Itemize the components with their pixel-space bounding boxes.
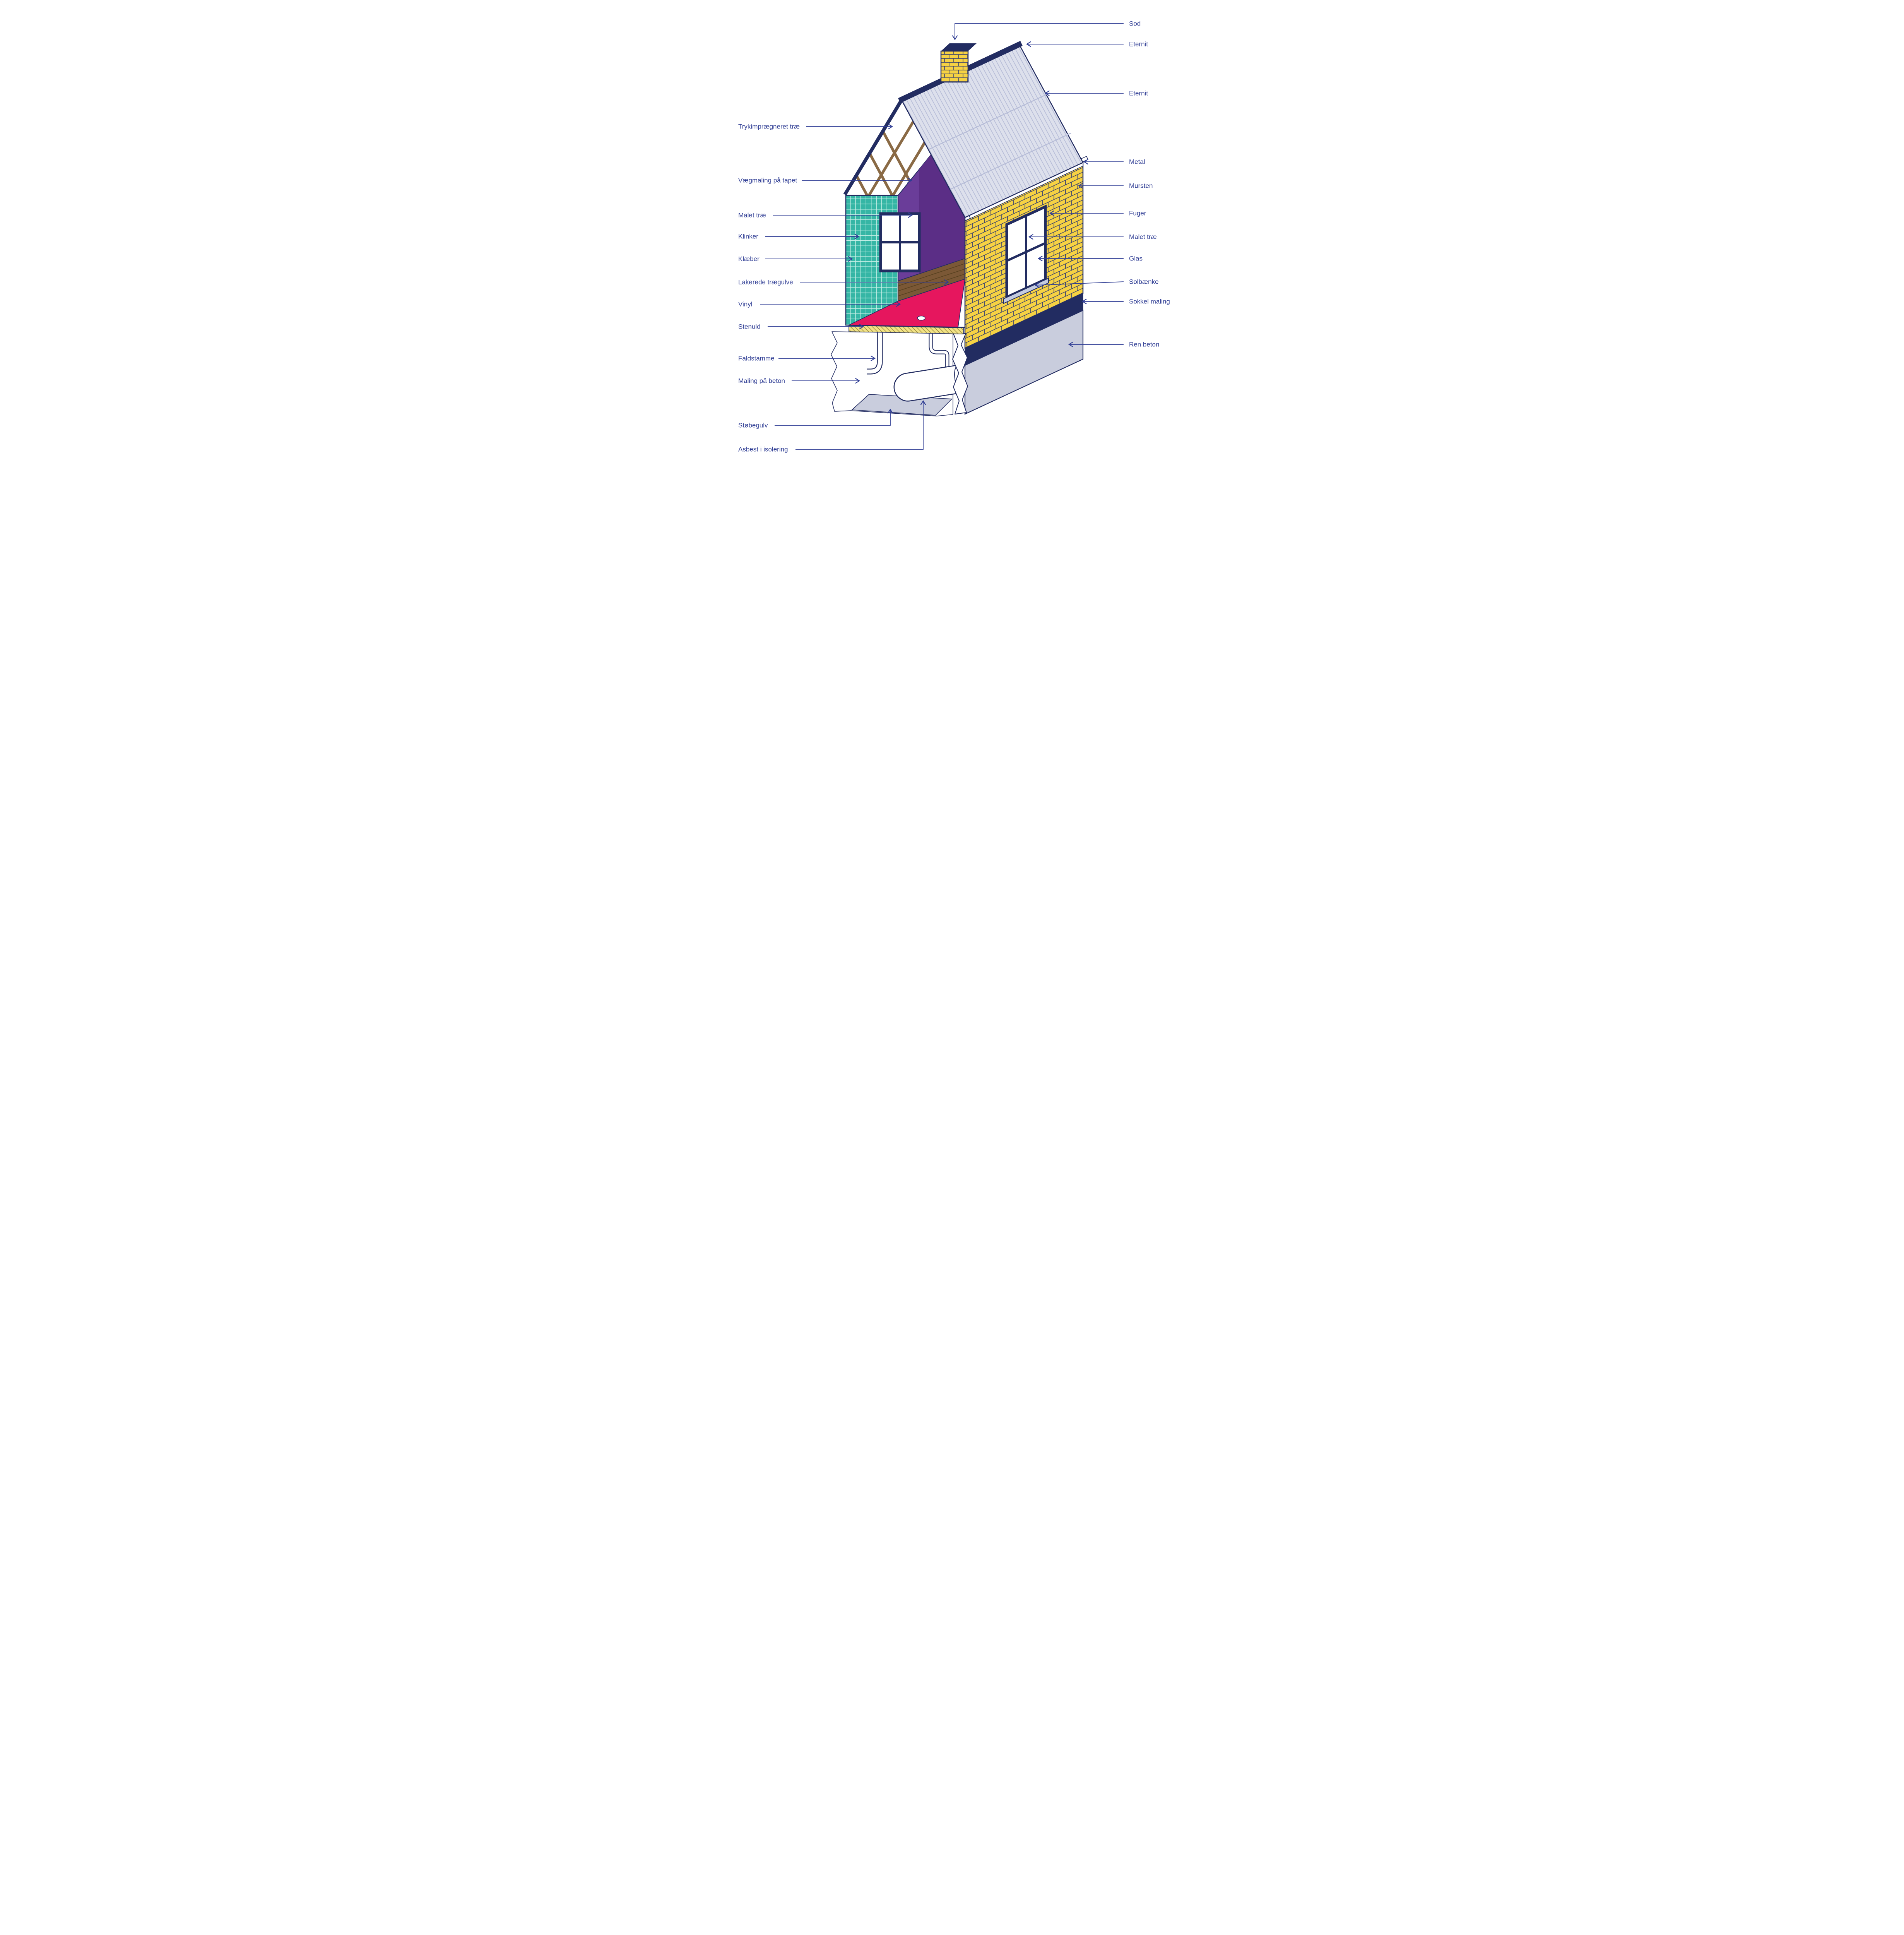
labels-right: Sod Eternit Eternit Metal Mursten Fuger … bbox=[1129, 20, 1170, 348]
chimney-top bbox=[941, 43, 977, 51]
leader-lines-right bbox=[952, 23, 1124, 348]
floor-insulation bbox=[848, 325, 964, 334]
label-sokkel-maling: Sokkel maling bbox=[1129, 298, 1170, 305]
label-trykimpraegneret-trae: Trykimprægneret træ bbox=[738, 123, 800, 130]
label-vaegmaling-paa-tapet: Vægmaling på tapet bbox=[738, 177, 797, 184]
basement-floor bbox=[851, 394, 953, 416]
window-left bbox=[879, 212, 920, 272]
label-metal: Metal bbox=[1129, 158, 1145, 166]
chimney bbox=[940, 43, 977, 83]
diagram-canvas: Trykimprægneret træ Vægmaling på tapet M… bbox=[738, 20, 1170, 453]
chimney-body bbox=[940, 50, 968, 83]
drain-pipe bbox=[866, 332, 883, 375]
label-maling-paa-beton: Maling på beton bbox=[738, 377, 785, 385]
label-eternit-sheets: Eternit bbox=[1129, 90, 1148, 97]
leader-asbest-i-isolering bbox=[795, 400, 926, 450]
leader-solbaenke bbox=[1034, 281, 1124, 288]
label-stoebegulv: Støbegulv bbox=[738, 422, 768, 429]
window-right-mullion-horizontal bbox=[1006, 242, 1046, 262]
roof-sheet-seam-1 bbox=[926, 92, 1050, 151]
floor-drain bbox=[917, 315, 925, 321]
label-malet-trae-left: Malet træ bbox=[738, 212, 766, 219]
label-glas: Glas bbox=[1129, 255, 1143, 262]
leader-stoebegulv bbox=[774, 408, 893, 426]
tank-pipe bbox=[929, 332, 949, 368]
leader-lines-left bbox=[760, 123, 949, 450]
label-malet-trae-right: Malet træ bbox=[1129, 233, 1157, 241]
label-klaeber: Klæber bbox=[738, 255, 760, 263]
label-stenuld: Stenuld bbox=[738, 323, 761, 330]
label-klinker: Klinker bbox=[738, 233, 758, 240]
leader-sod bbox=[952, 23, 1124, 41]
label-lakerede-traegulve: Lakerede trægulve bbox=[738, 279, 793, 286]
label-vinyl: Vinyl bbox=[738, 301, 753, 308]
interior-wall-purple-dark bbox=[919, 155, 965, 274]
window-right bbox=[1003, 204, 1049, 304]
labels-left: Trykimprægneret træ Vægmaling på tapet M… bbox=[738, 123, 800, 453]
label-mursten: Mursten bbox=[1129, 182, 1153, 190]
label-sod: Sod bbox=[1129, 20, 1141, 27]
gable-bargeboard bbox=[843, 101, 902, 196]
label-faldstamme: Faldstamme bbox=[738, 355, 775, 362]
cut-plane-outline bbox=[845, 100, 965, 328]
torn-edge bbox=[952, 333, 968, 414]
label-ren-beton: Ren beton bbox=[1129, 341, 1159, 348]
label-eternit-ridge: Eternit bbox=[1129, 41, 1148, 48]
label-asbest-i-isolering: Asbest i isolering bbox=[738, 446, 788, 453]
label-fuger: Fuger bbox=[1129, 210, 1146, 217]
roof-sheet-seam-2 bbox=[947, 132, 1071, 191]
house-materials-diagram: Trykimprægneret træ Vægmaling på tapet M… bbox=[714, 0, 1190, 499]
label-solbaenke: Solbænke bbox=[1129, 278, 1159, 286]
